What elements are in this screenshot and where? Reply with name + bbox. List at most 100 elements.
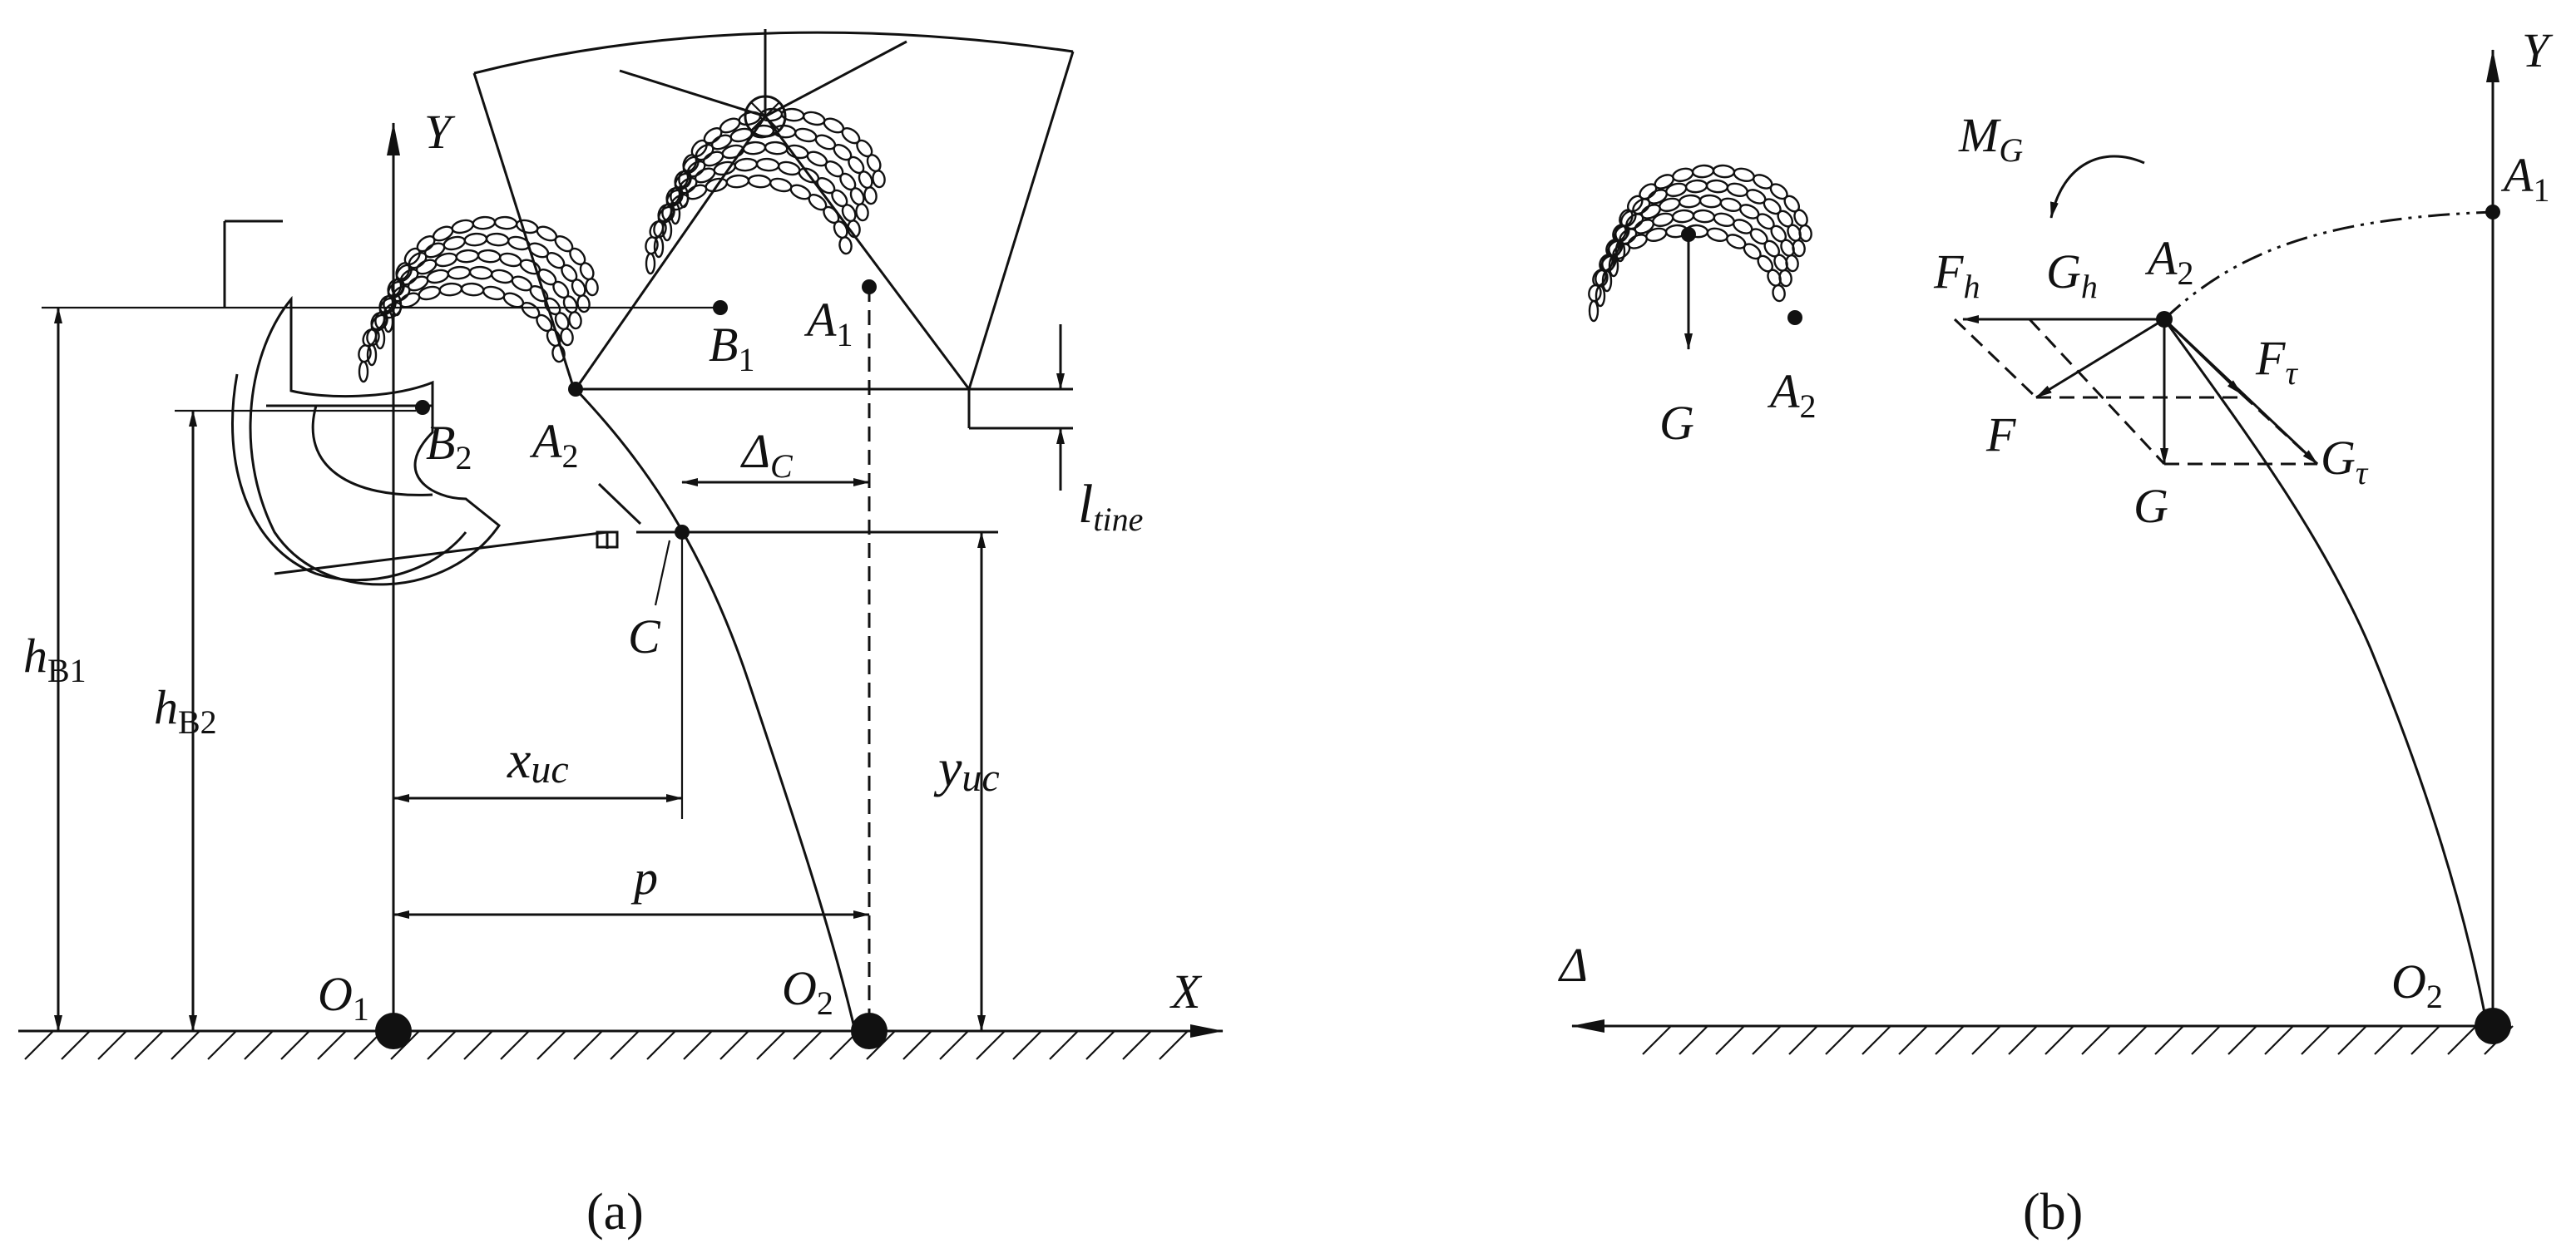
ground-hatch-line <box>1159 1030 1189 1060</box>
ground-hatch-line <box>1898 1025 1928 1055</box>
point-b1 <box>713 300 728 315</box>
ground-hatch-line <box>866 1030 896 1060</box>
tine-bead <box>747 174 772 189</box>
tine-bead <box>568 311 582 330</box>
label-x-a: X <box>1169 964 1203 1019</box>
ground-hatch-line <box>902 1030 932 1060</box>
ground-hatch-line <box>2118 1025 2148 1055</box>
label-o2-a: O2 <box>782 961 833 1022</box>
label-a2-left: A2 <box>1767 364 1816 425</box>
ground-hatch-line <box>2374 1025 2404 1055</box>
label-m-g: MG <box>1958 108 2023 169</box>
panel-b: Y Δ O2 A1 A2 A2 MG Fh Gh Fτ Gτ F G G (b) <box>1558 23 2554 1241</box>
label-h-b2: hB2 <box>154 680 217 741</box>
tine-bead <box>863 186 878 205</box>
ground-hatch-line <box>1825 1025 1855 1055</box>
tine-bead <box>1691 164 1715 179</box>
ground-hatch-line <box>536 1030 566 1060</box>
tine-trajectory-b <box>2163 318 2489 1027</box>
tine-bead <box>1588 284 1602 303</box>
tine-bead <box>713 160 737 176</box>
tine-bead <box>1652 212 1674 227</box>
force-diagram <box>1953 315 2319 466</box>
label-h-b1: hB1 <box>23 629 87 689</box>
tine-bead <box>734 157 759 172</box>
ground-hatch-line <box>2337 1025 2367 1055</box>
ground-hatch-line <box>1122 1030 1152 1060</box>
ground-hatch-line <box>2264 1025 2294 1055</box>
ground-hatch-line <box>134 1030 164 1060</box>
label-o1: O1 <box>318 967 369 1028</box>
tine-bead <box>872 170 886 189</box>
tine-bead <box>1671 209 1695 224</box>
ground-hatch-line <box>463 1030 493 1060</box>
tine-bead <box>1692 209 1716 224</box>
tine-bead <box>438 282 463 297</box>
caption-a: (a) <box>586 1184 644 1241</box>
tine-bead <box>1713 212 1735 227</box>
tine-bead <box>560 328 574 347</box>
moment-arrow-icon <box>2049 155 2145 219</box>
header-box <box>223 220 998 586</box>
tine-bead <box>468 265 493 280</box>
ground-hatch-line <box>1085 1030 1115 1060</box>
ground-hatch-line <box>1935 1025 1965 1055</box>
tine-bead <box>847 220 861 239</box>
ground-hatch-line <box>1862 1025 1891 1055</box>
tine-bead <box>358 360 369 383</box>
ground-hatch-line <box>2081 1025 2111 1055</box>
label-o2-b: O2 <box>2391 955 2443 1015</box>
ground-hatch-line <box>97 1030 127 1060</box>
ground-hatch-line <box>1752 1025 1782 1055</box>
tine-bead <box>1706 227 1728 242</box>
tine-bead <box>1719 197 1742 212</box>
ground-hatch-line <box>1642 1025 1672 1055</box>
ground-hatch-line <box>244 1030 274 1060</box>
ground-hatch-line <box>976 1030 1006 1060</box>
origin-o2-b <box>2475 1008 2511 1044</box>
tine-bead <box>1705 179 1729 194</box>
tine-bead <box>710 134 733 150</box>
label-f-tau: Fτ <box>2255 331 2298 392</box>
origin-o2 <box>851 1013 888 1049</box>
tine-bead <box>777 160 801 176</box>
label-a2-b: A2 <box>2144 231 2193 292</box>
origin-o1 <box>375 1013 412 1049</box>
tine-bead <box>645 252 656 275</box>
ground-hatch-line <box>1715 1025 1745 1055</box>
ground-hatch-line <box>2227 1025 2257 1055</box>
tine-bead <box>645 236 659 255</box>
ground-hatch-line <box>280 1030 310 1060</box>
tine-cluster-b2 <box>358 215 599 383</box>
tine-bead <box>472 215 497 230</box>
tine-bead <box>485 232 510 247</box>
tine-bead <box>460 282 485 297</box>
point-a2 <box>568 382 583 397</box>
tine-trajectory-a <box>574 387 857 1032</box>
tine-bead <box>1698 194 1723 209</box>
tine-cluster-b1 <box>645 107 886 275</box>
label-x-uc: xuc <box>507 730 569 792</box>
label-delta-c: ΔC <box>740 424 794 485</box>
point-b2 <box>415 400 430 415</box>
reel-frame <box>472 29 1075 430</box>
label-a1-a: A1 <box>803 293 853 353</box>
ground-hatch-line <box>2447 1025 2477 1055</box>
ground-hatch-line <box>500 1030 530 1060</box>
tine-bead <box>785 144 809 160</box>
ground-hatch-line <box>2191 1025 2221 1055</box>
tine-bead <box>755 157 780 172</box>
tine-bead <box>477 249 502 264</box>
tine-cluster-b <box>1588 164 1812 323</box>
tine-bead <box>482 285 506 301</box>
ground-hatch-line <box>390 1030 420 1060</box>
tine-bead <box>463 232 488 247</box>
tine-bead <box>794 127 818 143</box>
tine-bead <box>455 249 480 264</box>
tine-bead <box>838 236 853 255</box>
ground-hatch-line <box>756 1030 786 1060</box>
tine-bead <box>585 278 599 297</box>
ground-hatch-line <box>2044 1025 2074 1055</box>
point-a2-b <box>2156 311 2173 328</box>
